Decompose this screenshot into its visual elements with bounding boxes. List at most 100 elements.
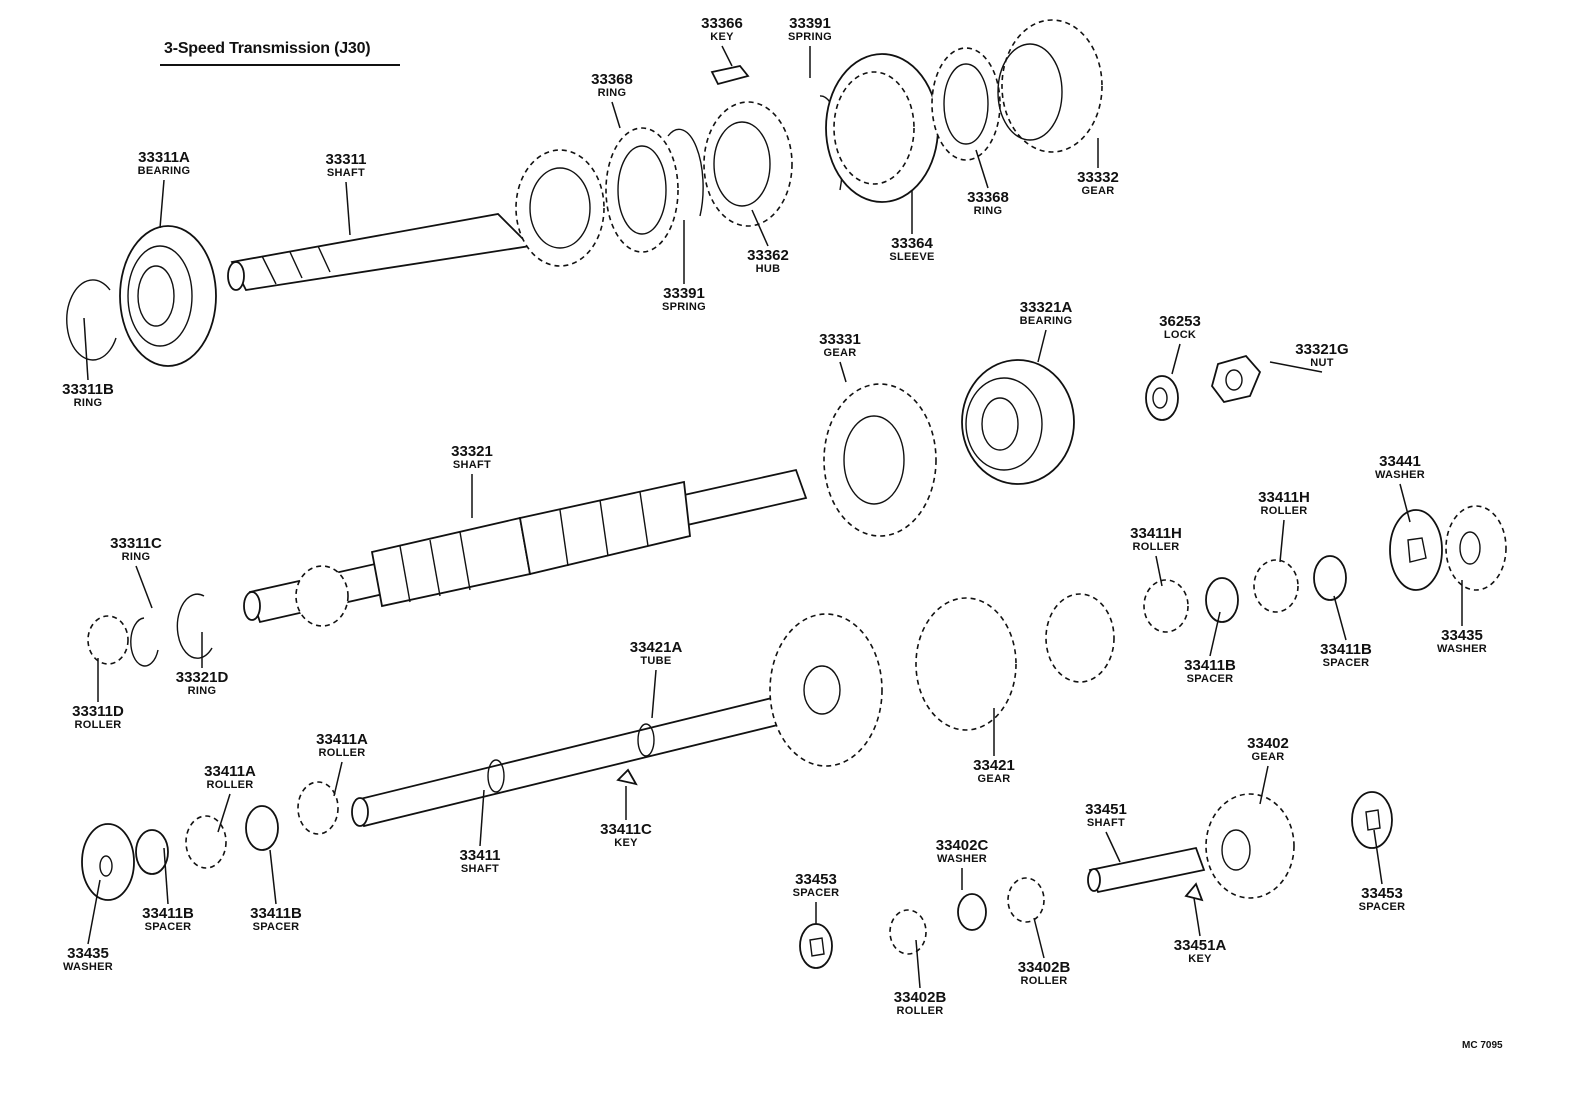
leader-p33411h2 — [1279, 519, 1285, 563]
leader-lines — [83, 45, 1463, 989]
part-number: 33411B — [1184, 657, 1236, 674]
part-name: ROLLER — [1260, 505, 1308, 517]
part-number: 33311B — [62, 381, 114, 398]
part-name: SPACER — [1358, 901, 1406, 913]
part-number: 33331 — [819, 331, 861, 348]
part-name: GEAR — [823, 347, 857, 359]
part-number: 33321G — [1295, 341, 1349, 358]
part-name: ROLLER — [206, 779, 254, 791]
leader-p33411b1 — [163, 847, 169, 905]
leader-p33321a — [1037, 329, 1047, 363]
part-number: 33391 — [789, 15, 831, 32]
leader-p33321g — [1269, 361, 1323, 373]
part-name: KEY — [1188, 953, 1212, 965]
part-name: WASHER — [1436, 643, 1488, 655]
part-number: 33321 — [451, 443, 493, 460]
part-number: 33411H — [1130, 525, 1182, 542]
leader-p33402b1 — [1033, 917, 1045, 959]
leader-p33362 — [751, 209, 769, 247]
part-name: SPRING — [788, 31, 832, 43]
leader-p33441 — [1399, 483, 1411, 523]
leader-p33451 — [1105, 831, 1121, 863]
part-number: 33451A — [1173, 937, 1227, 954]
part-name: ROLLER — [74, 719, 122, 731]
part-number: 33311 — [325, 151, 367, 168]
part-name: RING — [597, 87, 627, 99]
part-number: 33411B — [1320, 641, 1372, 658]
part-number: 33441 — [1379, 453, 1421, 470]
leader-p36253 — [1171, 343, 1181, 375]
part-number: 33402C — [935, 837, 989, 854]
part-number: 33411B — [250, 905, 302, 922]
leader-p33411h1 — [1155, 555, 1163, 587]
part-number: 33368 — [967, 189, 1009, 206]
part-name: SPACER — [1186, 673, 1234, 685]
part-number: 33411H — [1258, 489, 1310, 506]
leader-p33411a1 — [217, 793, 231, 833]
leader-p33411b4 — [1333, 595, 1347, 641]
part-number: 33411A — [316, 731, 368, 748]
part-number: 33321A — [1019, 299, 1073, 316]
part-name: SPACER — [1322, 657, 1370, 669]
part-name: WASHER — [936, 853, 988, 865]
leader-p33331 — [839, 361, 847, 383]
part-number: 33402B — [1017, 959, 1071, 976]
part-number: 33391 — [663, 285, 705, 302]
part-name: WASHER — [1374, 469, 1426, 481]
part-number: 33451 — [1085, 801, 1127, 818]
leader-p33402b2 — [915, 939, 921, 989]
part-name: RING — [121, 551, 151, 563]
part-number: 33332 — [1077, 169, 1119, 186]
leader-p33451a — [1193, 897, 1201, 937]
part-name: SHAFT — [452, 459, 492, 471]
part-name: KEY — [614, 837, 638, 849]
middle-shaft-assembly — [87, 354, 1262, 667]
diagram-title: 3-Speed Transmission (J30) — [164, 40, 371, 57]
leader-p33311b — [83, 317, 89, 381]
countergear-assembly — [81, 505, 1507, 901]
leader-p33411 — [479, 789, 485, 847]
part-number: 33411B — [142, 905, 194, 922]
part-name: SHAFT — [326, 167, 366, 179]
part-number: 33402 — [1247, 735, 1289, 752]
part-number: 36253 — [1159, 313, 1201, 330]
part-name: SPACER — [252, 921, 300, 933]
leader-p33435b — [87, 879, 101, 945]
leader-p33311a — [159, 179, 165, 229]
part-name: ROLLER — [1132, 541, 1180, 553]
part-name: KEY — [710, 31, 734, 43]
part-name: RING — [73, 397, 103, 409]
part-number: 33421A — [629, 639, 683, 656]
part-number: 33368 — [591, 71, 633, 88]
title-underline — [160, 64, 400, 66]
part-name: SPRING — [662, 301, 706, 313]
part-number: 33421 — [973, 757, 1015, 774]
part-number: 33311C — [110, 535, 162, 552]
diagram-code: MC 7095 — [1462, 1040, 1503, 1051]
part-number: 33364 — [891, 235, 933, 252]
part-name: GEAR — [1081, 185, 1115, 197]
